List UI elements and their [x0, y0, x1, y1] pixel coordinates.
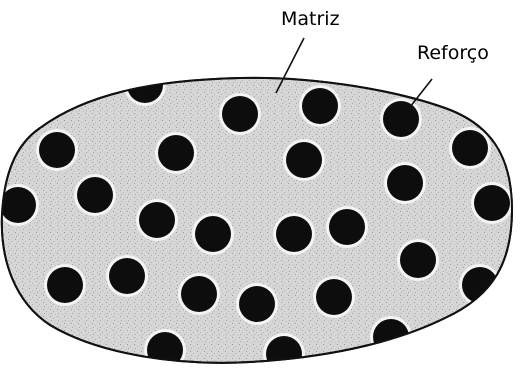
reinforcement-fiber [178, 273, 220, 315]
reinforcement-fiber [326, 206, 368, 248]
reinforcement-fiber [263, 333, 305, 375]
reinforcement-fiber [44, 264, 86, 306]
reinforcement-fiber [449, 127, 491, 169]
reinforcement-fiber [236, 283, 278, 325]
reinforcement-fiber [397, 239, 439, 281]
reinforcement-fiber [299, 85, 341, 127]
reinforcement-fiber [219, 93, 261, 135]
reinforcement-fiber [192, 213, 234, 255]
reinforcement-fiber [144, 329, 186, 371]
reinforcement-fiber [155, 132, 197, 174]
reinforcement-fiber [471, 182, 513, 224]
reinforcement-fiber [36, 129, 78, 171]
reinforcement-label: Reforço [417, 44, 489, 63]
reinforcement-fiber [459, 264, 501, 306]
reinforcement-fiber [136, 199, 178, 241]
reinforcement-fiber [283, 139, 325, 181]
reinforcement-fiber [370, 316, 412, 358]
matrix-label: Matriz [281, 10, 340, 29]
reinforcement-fiber [313, 276, 355, 318]
reinforcement-fiber [273, 213, 315, 255]
reinforcement-fiber [106, 255, 148, 297]
reinforcement-fiber [74, 174, 116, 216]
reinforcement-fiber [384, 162, 426, 204]
reinforcement-fiber [380, 98, 422, 140]
